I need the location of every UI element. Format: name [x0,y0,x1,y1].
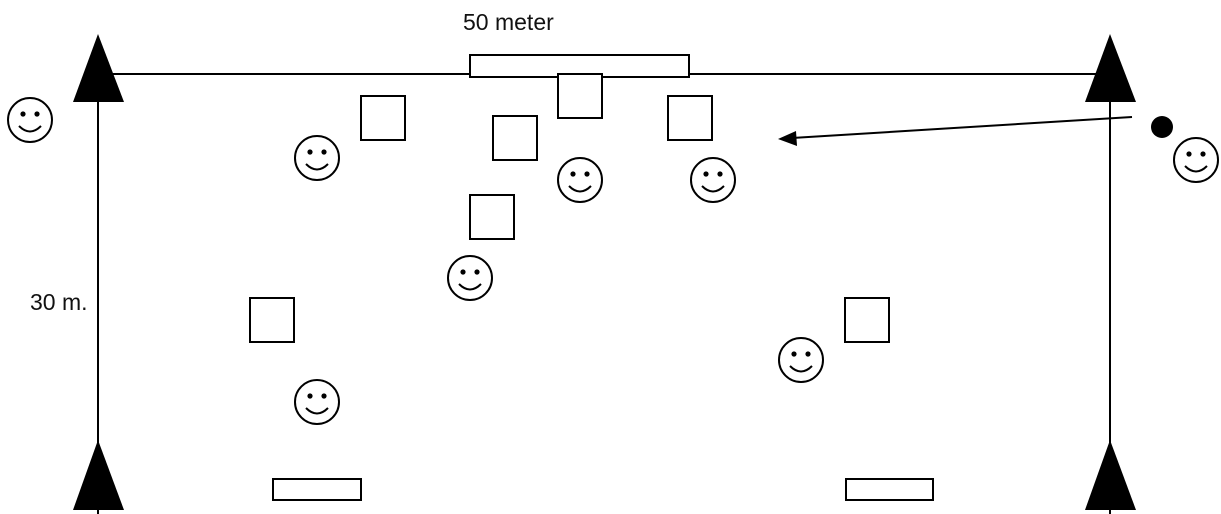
player-smiley-icon [294,379,340,425]
cone-top-right [1085,34,1136,102]
mini-goal [360,95,406,141]
cone-top-left [73,34,124,102]
player-smiley-icon [778,337,824,383]
cone-bottom-left [73,440,124,510]
field-width-label: 50 meter [463,9,554,35]
mini-goal [557,73,603,119]
cone-bottom-right [1085,440,1136,510]
mini-goal [249,297,295,343]
player-smiley-icon [294,135,340,181]
player-smiley-icon [690,157,736,203]
mini-goal [469,194,515,240]
player-smiley-icon [447,255,493,301]
mini-goal [844,297,890,343]
mini-goal [667,95,713,141]
pass-arrow-line [791,116,1133,139]
pass-arrow-head-icon [778,131,797,146]
player-smiley-icon [557,157,603,203]
mini-goal [492,115,538,161]
bottom-goal-left [272,478,362,501]
ball-icon [1151,116,1173,138]
bottom-goal-right [845,478,934,501]
player-smiley-icon [7,97,53,143]
player-smiley-icon [1173,137,1219,183]
field-height-label: 30 m. [30,289,88,315]
